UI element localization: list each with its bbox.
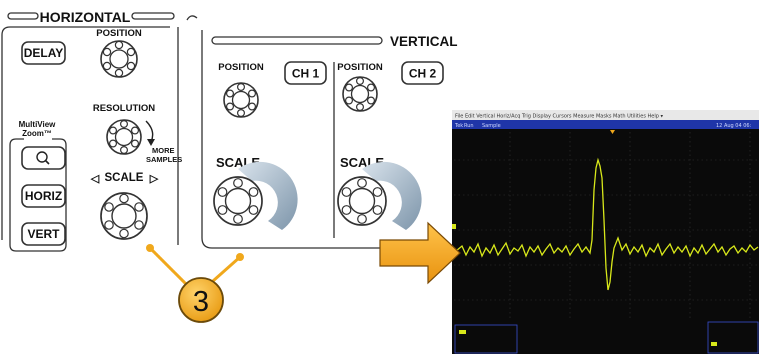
callout-leaders [146, 244, 244, 286]
vert-button[interactable]: VERT [21, 222, 66, 246]
scope-status-bar [452, 120, 759, 129]
ch2-scale-arc [362, 161, 422, 230]
scale-left-arrow: ◁ [90, 173, 100, 185]
magnifier-icon [36, 151, 48, 163]
resolution-direction-arrow [145, 120, 154, 143]
ch1-button-label: CH 1 [292, 67, 320, 81]
delay-button-label: DELAY [24, 46, 64, 60]
scope-status-tek: Tek [454, 123, 463, 129]
resolution-knob[interactable] [106, 119, 142, 155]
ch1-position-knob[interactable] [223, 82, 259, 118]
horizontal-position-knob[interactable] [100, 40, 138, 78]
scope-status-run: Run [464, 123, 474, 129]
trigger-position-marker [610, 130, 615, 134]
resolution-arrowhead [147, 139, 155, 146]
scope-channel-readout [454, 324, 518, 354]
ch1-position-label: POSITION [218, 62, 264, 73]
scope-timebase-readout [707, 321, 759, 354]
vertical-panel: VERTICAL POSITION CH 1 SCALE [186, 15, 458, 249]
scope-graticule [454, 132, 759, 320]
multiview-group-outline [9, 138, 67, 252]
resolution-label: RESOLUTION [93, 103, 155, 114]
horiz-button[interactable]: HORIZ [21, 184, 66, 208]
horizontal-title-bar-left [7, 12, 39, 20]
scope-menu-bar [452, 110, 759, 120]
scope-screenshot: File Edit Vertical Horiz/Acq Trig Displa… [452, 110, 759, 354]
ch1-scale-knob[interactable] [213, 176, 263, 226]
ch2-button[interactable]: CH 2 [401, 61, 444, 85]
scope-status-mode: Sample [482, 123, 501, 129]
horizontal-scale-label: SCALE [105, 172, 144, 184]
callout-badge: 3 [178, 277, 224, 323]
vert-button-label: VERT [27, 227, 60, 241]
scope-screen [452, 110, 759, 354]
ch1-ground-marker [452, 224, 456, 229]
ch2-position-label: POSITION [337, 62, 383, 73]
scope-menu-text: File Edit Vertical Horiz/Acq Trig Displa… [455, 114, 664, 120]
horizontal-position-label: POSITION [96, 28, 142, 39]
ch1-scale-arc [238, 161, 298, 230]
ch2-button-label: CH 2 [409, 67, 437, 81]
scope-status-date: 12 Aug 04 06: [716, 123, 752, 129]
delay-button[interactable]: DELAY [21, 41, 66, 65]
pointer-arrow [379, 221, 461, 285]
vertical-title: VERTICAL [390, 34, 458, 49]
ch2-position-knob[interactable] [342, 76, 378, 112]
horiz-button-label: HORIZ [25, 189, 62, 203]
callout-number: 3 [193, 286, 209, 318]
ch2-scale-knob[interactable] [337, 176, 387, 226]
zoom-button[interactable] [21, 146, 66, 170]
scale-right-arrow: ▷ [149, 173, 159, 185]
horizontal-scale-knob[interactable] [100, 192, 148, 240]
horizontal-panel: HORIZONTAL DELAY POSITION RESOLUTION [1, 9, 182, 252]
horizontal-title: HORIZONTAL [40, 9, 131, 25]
ch1-button[interactable]: CH 1 [284, 61, 327, 85]
horizontal-title-bar-right [131, 12, 175, 20]
vertical-title-bar [211, 36, 383, 45]
scope-waveform [455, 157, 759, 291]
